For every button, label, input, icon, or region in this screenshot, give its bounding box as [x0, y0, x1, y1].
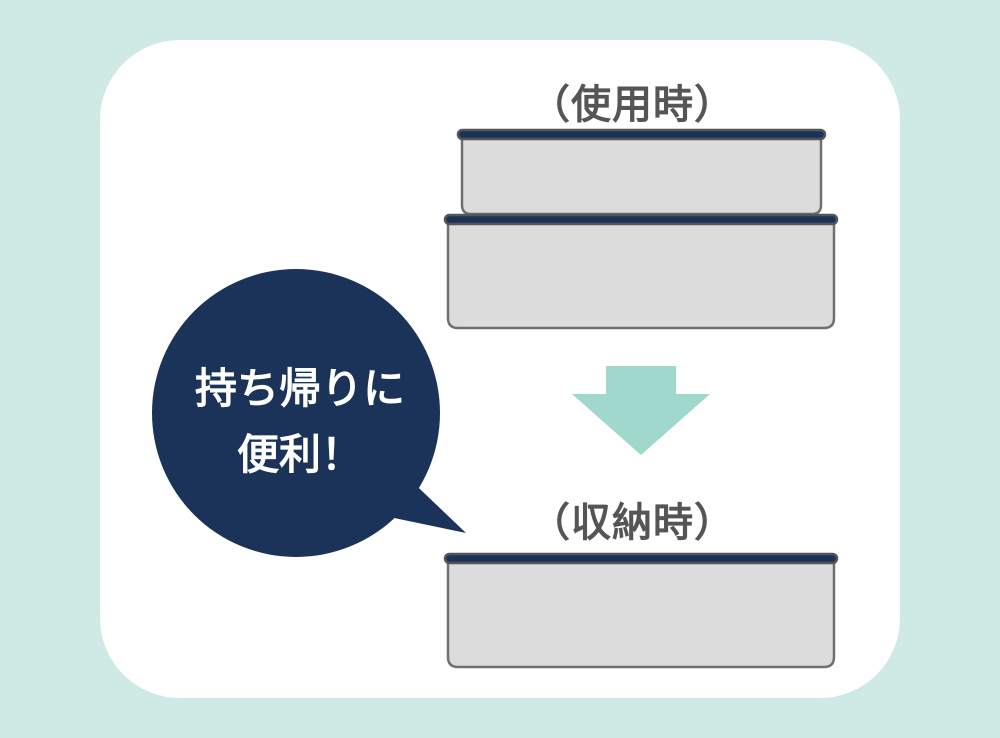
lid — [443, 213, 839, 226]
speech-bubble — [152, 269, 466, 557]
bubble-text: 持ち帰りに 便利！ — [150, 356, 450, 488]
lid — [456, 128, 827, 141]
in-use-label: （使用時） — [530, 82, 735, 128]
bubble-line-1: 持ち帰りに — [194, 364, 405, 413]
small-container-top — [456, 128, 827, 216]
stored-container — [443, 552, 839, 669]
storage-label: （収納時） — [530, 500, 735, 546]
down-arrow-icon — [572, 366, 710, 455]
lid — [443, 552, 839, 565]
bubble-line-2: 便利！ — [236, 430, 363, 479]
large-container-bottom — [443, 213, 839, 330]
